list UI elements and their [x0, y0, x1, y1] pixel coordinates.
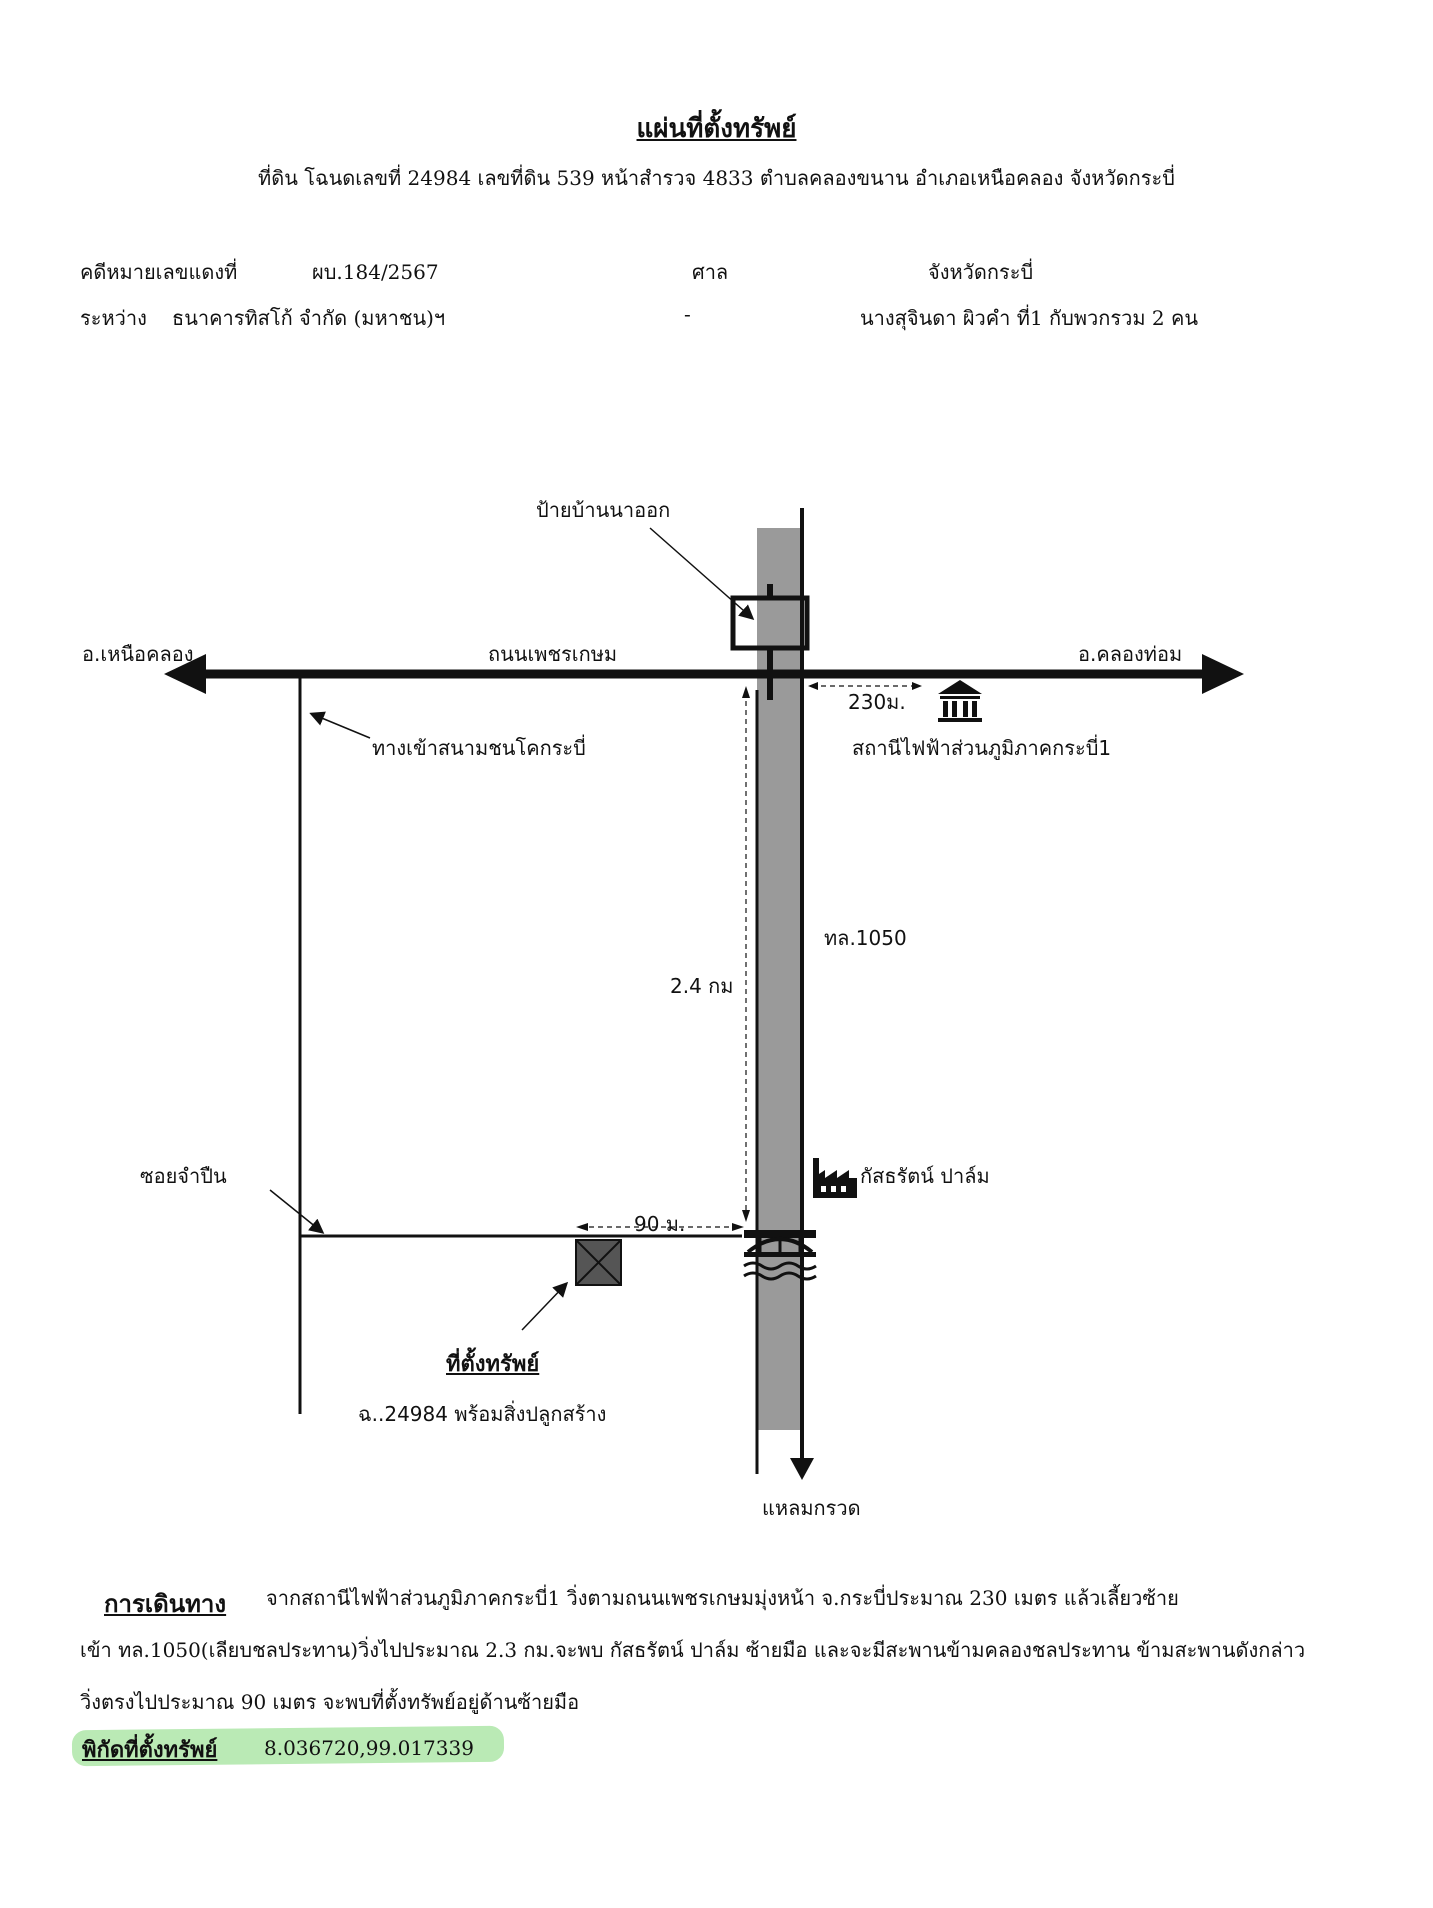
dist-90-label: 90 ม.	[634, 1212, 686, 1236]
dist-90-arrow-left	[576, 1223, 588, 1231]
bridge-icon	[743, 1230, 817, 1281]
dist-2-4-arrow-bottom	[742, 1210, 750, 1222]
irrigation-canal	[757, 528, 802, 1430]
stadium-entrance-label: ทางเข้าสนามชนโคกระบี่	[372, 736, 586, 760]
property-box-icon	[575, 1239, 622, 1286]
property-description: ฉ..24984 พร้อมสิ่งปลูกสร้าง	[358, 1402, 607, 1426]
dist-90-arrow-right	[732, 1223, 744, 1231]
dist-2-4-arrow-top	[742, 686, 750, 698]
case-number: ผบ.184/2567	[312, 260, 439, 284]
substation-label: สถานีไฟฟ้าส่วนภูมิภาคกระบี่1	[852, 736, 1112, 760]
soi-pointer	[269, 1189, 325, 1234]
highway-label: ทล.1050	[824, 926, 907, 950]
party-separator: -	[684, 302, 691, 326]
defendant: นางสุจินดา ผิวคำ ที่1 กับพวกรวม 2 คน	[860, 306, 1198, 330]
east-arrowhead	[1202, 654, 1244, 694]
coordinates-label: พิกัดที่ตั้งทรัพย์	[82, 1737, 218, 1763]
coordinates-value: 8.036720,99.017339	[264, 1736, 474, 1760]
plaintiff: ธนาคารทิสโก้ จำกัด (มหาชน)ฯ	[172, 306, 446, 330]
directions-line-2: เข้า ทล.1050(เลียบชลประทาน)วิ่งไปประมาณ …	[80, 1638, 1306, 1662]
page-subtitle: ที่ดิน โฉนดเลขที่ 24984 เลขที่ดิน 539 หน…	[258, 166, 1175, 190]
dist-230-arrow-right	[912, 682, 922, 690]
dist-230-label: 230ม.	[848, 690, 906, 714]
government-building-icon	[938, 680, 982, 722]
court-name: จังหวัดกระบี่	[928, 260, 1034, 284]
signboard-icon	[730, 584, 810, 700]
case-label: คดีหมายเลขแดงที่	[80, 260, 238, 284]
sign-label: ป้ายบ้านนาออก	[536, 498, 671, 522]
west-direction-label: อ.เหนือคลอง	[82, 642, 194, 666]
dist-230-arrow-left	[808, 682, 818, 690]
court-label: ศาล	[692, 260, 729, 284]
between-label: ระหว่าง	[80, 306, 147, 330]
directions-line-3: วิ่งตรงไปประมาณ 90 เมตร จะพบที่ตั้งทรัพย…	[80, 1690, 580, 1714]
west-arrowhead	[164, 654, 206, 694]
main-road-label: ถนนเพชรเกษม	[488, 642, 618, 666]
page-title: แผ่นที่ตั้งทรัพย์	[636, 114, 797, 144]
south-direction-label: แหลมกรวด	[762, 1496, 861, 1520]
dist-2-4-label: 2.4 กม	[670, 974, 734, 998]
palm-label: กัสธรัตน์ ปาล์ม	[860, 1164, 990, 1188]
south-arrowhead	[790, 1458, 814, 1480]
east-direction-label: อ.คลองท่อม	[1078, 642, 1183, 666]
directions-line-1: จากสถานีไฟฟ้าส่วนภูมิภาคกระบี่1 วิ่งตามถ…	[266, 1586, 1179, 1610]
property-pointer	[521, 1281, 569, 1331]
soi-label: ซอยจำปืน	[140, 1164, 227, 1188]
property-label: ที่ตั้งทรัพย์	[446, 1352, 540, 1377]
directions-heading: การเดินทาง	[104, 1589, 227, 1618]
factory-icon	[813, 1158, 857, 1198]
stadium-pointer	[309, 711, 371, 739]
sign-pointer	[649, 527, 755, 620]
